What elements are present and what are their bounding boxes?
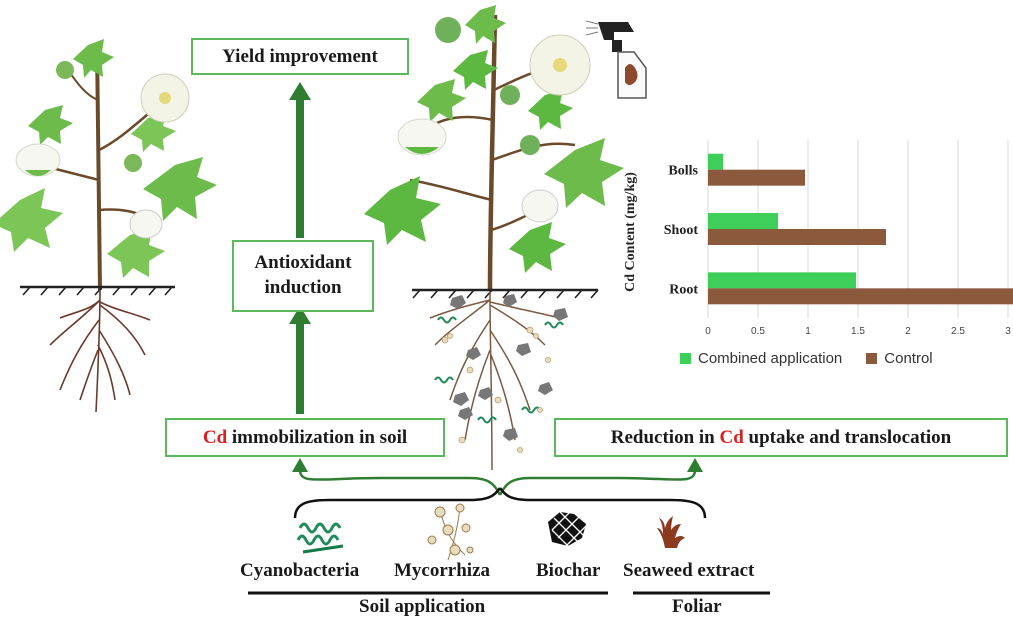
center-cotton-plant bbox=[364, 5, 624, 291]
chart-legend: Combined application Control bbox=[680, 350, 933, 367]
treatment-bracket bbox=[293, 487, 707, 519]
antioxidant-label-line1: Antioxidant bbox=[254, 252, 352, 274]
arrow-head-right bbox=[687, 458, 703, 472]
chart-category-label: Root bbox=[669, 282, 698, 297]
biochar-particles bbox=[450, 294, 568, 441]
cd-reduction-box: Reduction in Cd uptake and translocation bbox=[554, 418, 1008, 457]
chart-x-tick-label: 2 bbox=[905, 326, 911, 337]
arrow-head-left bbox=[292, 458, 308, 472]
antioxidant-induction-box: Antioxidant induction bbox=[232, 240, 374, 312]
immobilization-label: immobilization in soil bbox=[227, 426, 408, 448]
arrow-to-yield bbox=[289, 82, 311, 238]
reduction-cd: Cd bbox=[719, 426, 744, 448]
yield-improvement-label: Yield improvement bbox=[222, 45, 378, 67]
chart-x-tick-label: 0.5 bbox=[751, 326, 765, 337]
immobilization-cd: Cd bbox=[202, 426, 228, 448]
chart-bar-combined-root bbox=[708, 272, 856, 289]
cyanobacteria-in-soil bbox=[434, 316, 564, 424]
arrow-to-antioxidant bbox=[289, 306, 311, 414]
chart-x-tick-label: 2.5 bbox=[951, 326, 965, 337]
mycorrhiza-in-soil bbox=[441, 326, 551, 453]
legend-swatch-control bbox=[866, 353, 878, 364]
legend-swatch-combined bbox=[680, 353, 691, 364]
chart-bar-control-bolls bbox=[708, 169, 805, 186]
center-roots bbox=[429, 291, 561, 471]
legend-label-control: Control bbox=[884, 350, 933, 367]
chart-bar-control-root bbox=[708, 288, 1013, 305]
yield-improvement-box: Yield improvement bbox=[191, 38, 409, 75]
chart-category-label: Bolls bbox=[668, 164, 698, 179]
reduction-label-pre: Reduction in bbox=[610, 426, 720, 448]
cyanobacteria-label: Cyanobacteria bbox=[240, 560, 360, 581]
biochar-icon bbox=[548, 511, 587, 551]
center-ground-line bbox=[412, 288, 599, 299]
foliar-label: Foliar bbox=[672, 596, 722, 617]
cd-immobilization-box: Cd immobilization in soil bbox=[165, 418, 445, 457]
bracket-arrows bbox=[298, 469, 697, 496]
mycorrhiza-label: Mycorrhiza bbox=[394, 560, 491, 581]
spray-bottle-icon bbox=[585, 20, 647, 99]
mycorrhiza-icon bbox=[427, 503, 474, 561]
seaweed-icon bbox=[657, 516, 685, 548]
cyanobacteria-icon bbox=[296, 522, 344, 554]
soil-application-label: Soil application bbox=[359, 596, 486, 617]
left-ground-line bbox=[20, 285, 175, 296]
chart-x-tick-label: 1 bbox=[805, 326, 811, 337]
chart-category-label: Shoot bbox=[664, 223, 699, 238]
chart-x-tick-label: 0 bbox=[705, 326, 711, 337]
legend-label-combined: Combined application bbox=[698, 350, 843, 367]
reduction-label-post: uptake and translocation bbox=[743, 426, 952, 448]
chart-y-axis-title: Cd Content (mg/kg) bbox=[623, 172, 638, 292]
left-roots bbox=[49, 289, 151, 413]
biochar-label: Biochar bbox=[536, 560, 601, 581]
chart-x-tick-label: 1.5 bbox=[851, 326, 865, 337]
chart-bar-combined-shoot bbox=[708, 213, 778, 229]
antioxidant-label-line2: induction bbox=[264, 277, 342, 298]
chart-bar-combined-bolls bbox=[708, 153, 723, 170]
left-cotton-plant bbox=[0, 39, 217, 291]
chart-bar-control-shoot bbox=[708, 229, 886, 245]
chart-x-tick-label: 3 bbox=[1005, 326, 1011, 337]
seaweed-extract-label: Seaweed extract bbox=[623, 560, 755, 581]
